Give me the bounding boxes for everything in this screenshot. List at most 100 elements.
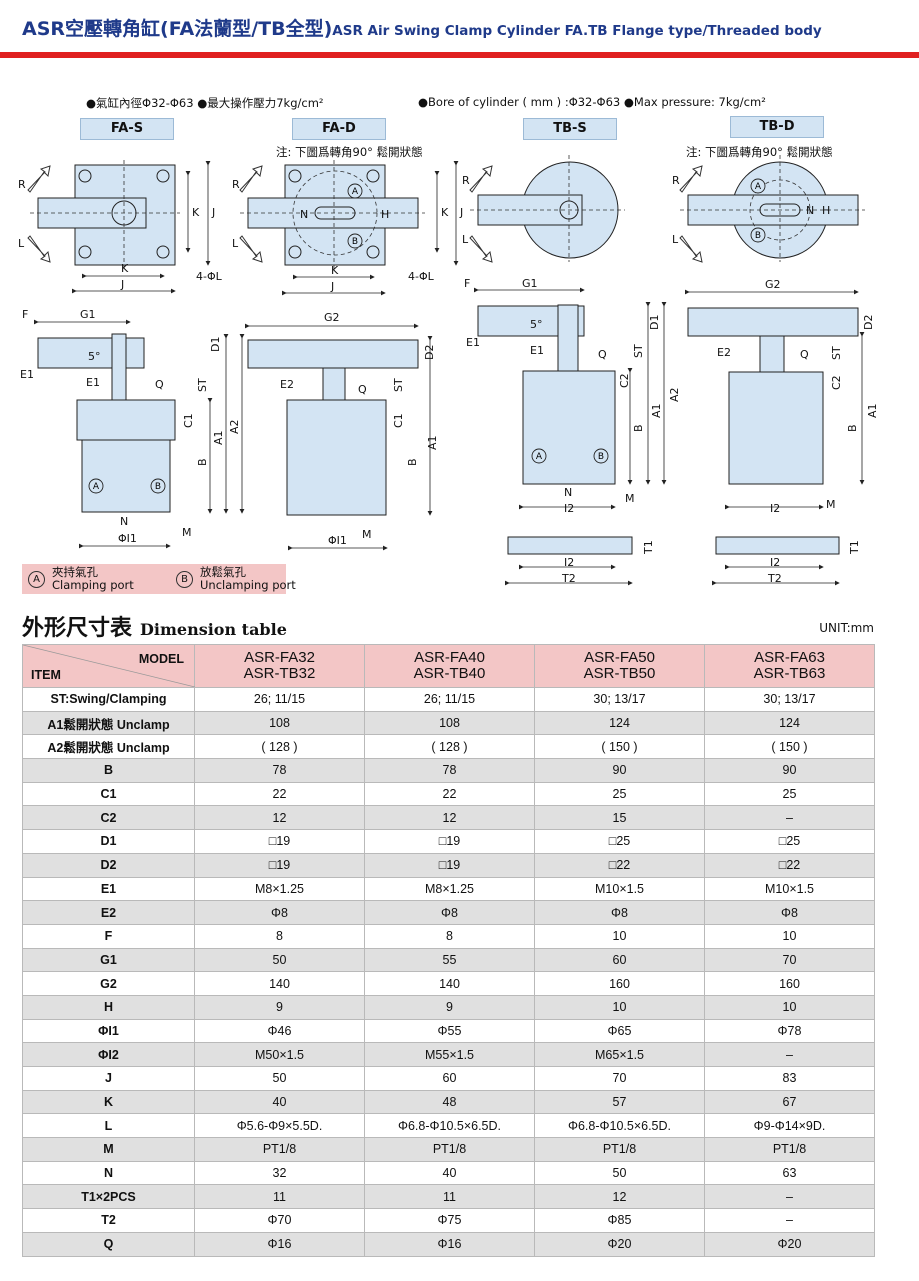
table-cell: – — [704, 1208, 875, 1233]
table-cell: □19 — [194, 829, 365, 854]
table-cell: 12 — [534, 1184, 705, 1210]
svg-text:Q: Q — [155, 378, 164, 391]
table-row: A2鬆開狀態 Unclamp( 128 )( 128 )( 150 )( 150… — [22, 734, 875, 760]
svg-text:B: B — [155, 482, 161, 492]
table-cell: 55 — [364, 947, 535, 973]
svg-text:I2: I2 — [770, 502, 780, 515]
table-cell: 10 — [534, 994, 705, 1020]
table-cell: Φ16 — [194, 1231, 365, 1257]
svg-text:ST: ST — [196, 378, 209, 392]
table-cell: 108 — [194, 710, 365, 736]
svg-text:D1: D1 — [648, 315, 661, 330]
table-cell: Φ6.8-Φ10.5×6.5D. — [364, 1113, 535, 1139]
svg-text:A: A — [93, 482, 100, 492]
table-cell: 140 — [194, 971, 365, 996]
svg-text:ΦI1: ΦI1 — [118, 532, 137, 545]
svg-text:G1: G1 — [80, 308, 96, 321]
svg-text:C2: C2 — [618, 373, 631, 388]
table-cell: Φ55 — [364, 1018, 535, 1044]
svg-text:A: A — [352, 187, 359, 197]
row-label: M — [22, 1137, 195, 1162]
svg-text:A1: A1 — [650, 403, 663, 418]
svg-text:B: B — [406, 458, 419, 466]
svg-text:K: K — [441, 206, 449, 219]
page-header: ASR空壓轉角缸(FA法蘭型/TB全型)ASR Air Swing Clamp … — [0, 0, 919, 52]
row-label: H — [22, 994, 195, 1020]
svg-text:Q: Q — [358, 383, 367, 396]
svg-text:D1: D1 — [209, 337, 222, 352]
svg-text:G1: G1 — [522, 277, 538, 290]
tag-fa-s: FA-S — [80, 118, 174, 140]
svg-text:J: J — [120, 278, 124, 291]
svg-text:B: B — [846, 424, 859, 432]
table-cell: Φ5.6-Φ9×5.5D. — [194, 1113, 365, 1139]
tb-s-body-side — [522, 370, 616, 485]
row-label: ST:Swing/Clamping — [22, 687, 195, 712]
svg-text:ST: ST — [830, 346, 843, 360]
table-cell: 8 — [364, 923, 535, 949]
table-cell: M10×1.5 — [534, 876, 705, 902]
svg-text:J: J — [211, 206, 215, 219]
table-cell: 9 — [364, 994, 535, 1020]
model-name: ASR-FA50 — [584, 649, 655, 666]
table-cell: M50×1.5 — [194, 1042, 365, 1067]
model-name: ASR-TB50 — [583, 665, 656, 682]
svg-text:C2: C2 — [830, 375, 843, 390]
unclamping-port-symbol: B — [176, 571, 193, 588]
svg-text:L: L — [672, 233, 679, 246]
tag-tb-d: TB-D — [730, 116, 824, 138]
svg-text:Q: Q — [598, 348, 607, 361]
svg-text:K: K — [121, 262, 129, 275]
table-cell: 90 — [704, 758, 875, 783]
svg-text:H: H — [822, 204, 830, 217]
table-cell: ( 150 ) — [534, 734, 705, 760]
row-label: E2 — [22, 900, 195, 925]
row-label: J — [22, 1066, 195, 1091]
table-cell: 48 — [364, 1089, 535, 1115]
svg-text:E1: E1 — [466, 336, 480, 349]
table-cell: Φ70 — [194, 1208, 365, 1233]
table-cell: 15 — [534, 805, 705, 831]
table-cell: 30; 13/17 — [534, 687, 705, 712]
svg-text:B: B — [352, 237, 358, 247]
svg-text:M: M — [625, 492, 635, 505]
svg-text:J: J — [459, 206, 463, 219]
svg-text:5°: 5° — [530, 318, 543, 331]
svg-text:I2: I2 — [564, 556, 574, 569]
svg-text:A1: A1 — [866, 403, 879, 418]
table-cell: 10 — [534, 923, 705, 949]
table-cell: Φ8 — [364, 900, 535, 925]
svg-text:G2: G2 — [765, 278, 781, 291]
specs-en: ●Bore of cylinder ( mm ) :Φ32-Φ63 ●Max p… — [418, 95, 766, 109]
table-cell: M65×1.5 — [534, 1042, 705, 1067]
row-label: B — [22, 758, 195, 783]
table-cell: – — [704, 1184, 875, 1210]
svg-text:C1: C1 — [392, 413, 405, 428]
table-cell: 108 — [364, 710, 535, 736]
table-cell: 22 — [364, 781, 535, 807]
svg-text:A2: A2 — [228, 419, 241, 434]
svg-text:A1: A1 — [212, 430, 225, 445]
svg-text:R: R — [462, 174, 470, 187]
header-divider — [0, 52, 919, 58]
tag-tb-s: TB-S — [523, 118, 617, 140]
table-cell: 160 — [704, 971, 875, 996]
svg-text:Q: Q — [800, 348, 809, 361]
svg-text:ST: ST — [632, 344, 645, 358]
table-cell: 11 — [194, 1184, 365, 1210]
table-cell: 9 — [194, 994, 365, 1020]
table-cell: 26; 11/15 — [194, 687, 365, 712]
row-label: D2 — [22, 852, 195, 878]
table-cell: □19 — [194, 852, 365, 878]
